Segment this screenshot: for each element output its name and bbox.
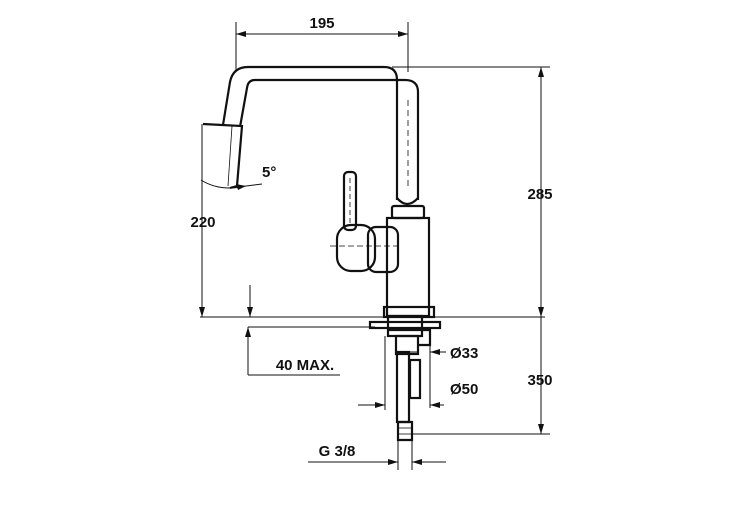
lever-handle [342, 170, 358, 232]
faucet-body [385, 216, 431, 318]
hose-connector [396, 420, 414, 442]
dim-below-counter-label: 350 [527, 372, 552, 389]
lever-housing [366, 225, 400, 274]
dim-base-diameter-label: Ø33 [450, 345, 478, 362]
hose-left [395, 350, 411, 424]
spout-inner [238, 78, 420, 200]
hose-right [408, 358, 422, 400]
dim-base-diameter: Ø33 [400, 338, 478, 408]
dim-max-thickness: 40 MAX. [245, 326, 375, 376]
dim-spout-angle: 5° [200, 164, 276, 190]
spout-outer [221, 65, 399, 200]
dim-total-height-label: 285 [527, 186, 552, 203]
faucet-outline [202, 65, 442, 442]
dim-thread: G 3/8 [308, 440, 446, 470]
dim-thread-label: G 3/8 [319, 443, 356, 460]
dim-spout-reach-label: 195 [309, 15, 334, 32]
spout-nozzle [202, 122, 244, 190]
body-ring [390, 204, 426, 220]
dim-max-thickness-label: 40 MAX. [276, 357, 334, 374]
mount-plate [368, 320, 442, 330]
dim-spout-reach: 195 [235, 15, 409, 72]
body-collar [396, 197, 419, 206]
dim-total-height: 285 [392, 66, 553, 317]
dim-spout-height-label: 220 [190, 214, 215, 231]
nozzle-edge [227, 125, 233, 187]
dim-spout-height: 220 [190, 124, 216, 317]
mount-bracket [388, 328, 432, 347]
dim-hole-diameter-label: Ø50 [450, 381, 478, 398]
dim-below-counter: 350 [412, 317, 553, 435]
dim-hole-diameter: Ø50 [358, 336, 478, 410]
counter-marker [247, 285, 253, 317]
mount-nut [386, 314, 424, 338]
dim-spout-angle-label: 5° [262, 164, 276, 181]
